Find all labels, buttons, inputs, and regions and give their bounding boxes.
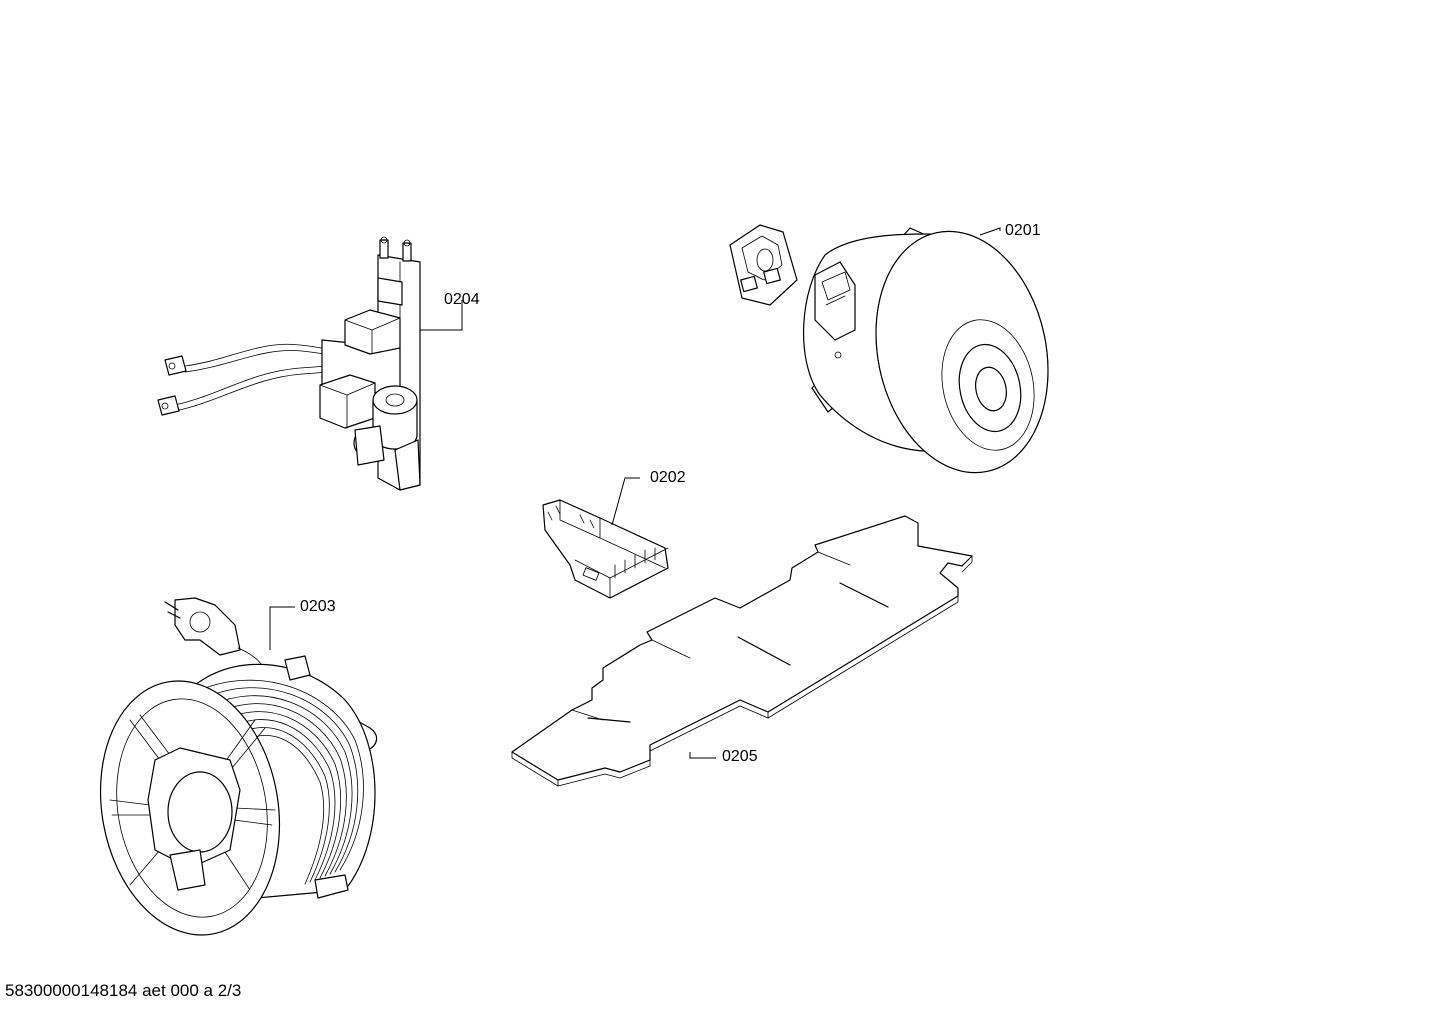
callout-0203-label: 0203 (300, 598, 336, 615)
callout-0204-label: 0204 (444, 291, 480, 308)
callout-0202-label: 0202 (650, 469, 686, 486)
insulation-plate-part (511, 515, 973, 787)
switch-board-part (157, 236, 463, 491)
callout-0205-label: 0205 (722, 748, 758, 765)
connector-part (542, 477, 669, 599)
document-id-footer: 58300000148184 aet 000 a 2/3 (5, 981, 242, 1000)
motor-part (729, 224, 1049, 474)
callout-0201-label: 0201 (1005, 222, 1041, 239)
cable-reel-part (99, 597, 378, 936)
